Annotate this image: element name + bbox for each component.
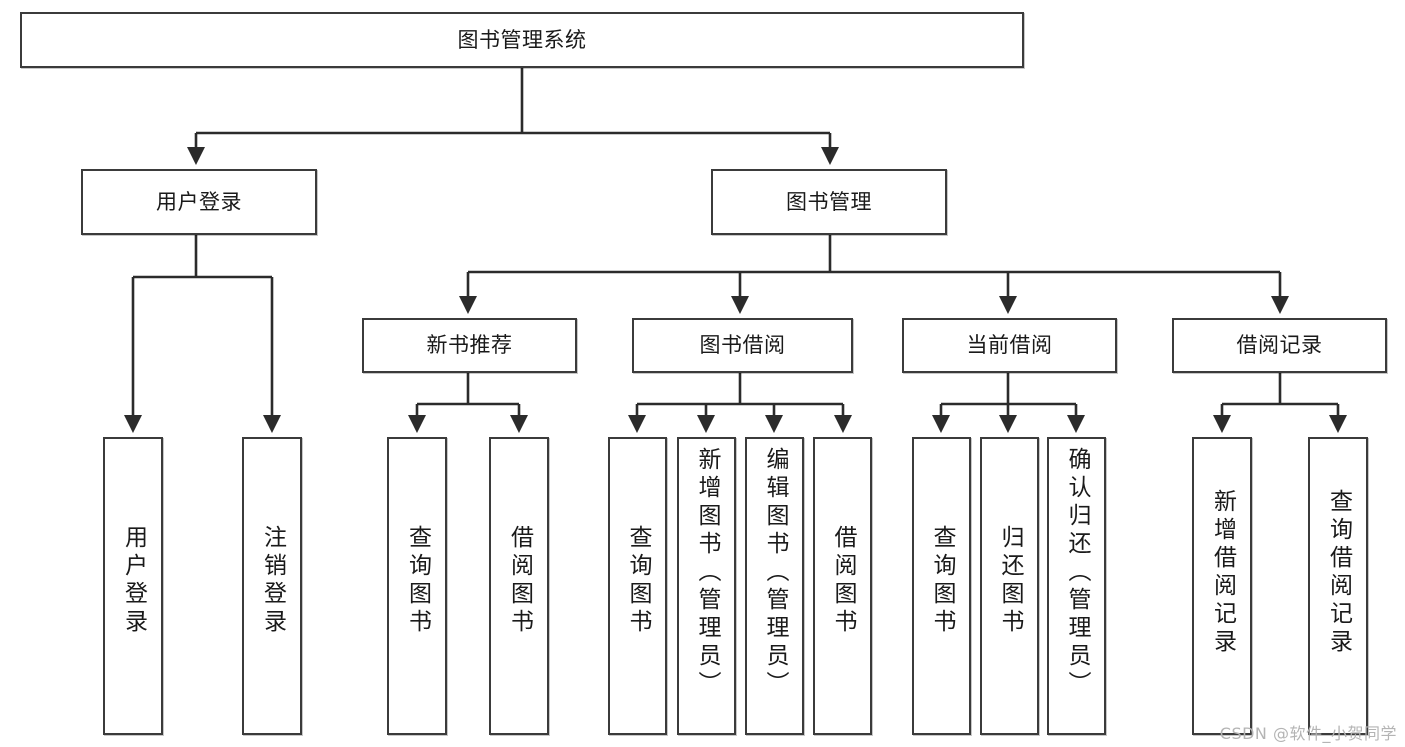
leaf-add-borrow-record[interactable]: 新增借阅记录: [1192, 437, 1252, 735]
node-label: 查询借阅记录: [1325, 489, 1352, 657]
node-borrow-record[interactable]: 借阅记录: [1172, 318, 1387, 373]
node-label: 新增图书（管理员）: [694, 447, 720, 699]
leaf-query-book-recommend[interactable]: 查询图书: [387, 437, 447, 735]
leaf-confirm-return-admin[interactable]: 确认归还（管理员）: [1047, 437, 1106, 735]
node-label: 图书借阅: [699, 333, 786, 358]
node-label: 编辑图书（管理员）: [762, 447, 788, 699]
node-new-book-recommend[interactable]: 新书推荐: [362, 318, 577, 373]
node-current-borrow[interactable]: 当前借阅: [902, 318, 1117, 373]
leaf-user-login[interactable]: 用户登录: [103, 437, 163, 735]
node-label: 借阅图书: [506, 525, 533, 637]
node-label: 归还图书: [997, 525, 1023, 637]
node-label: 当前借阅: [966, 333, 1053, 358]
node-label: 查询图书: [404, 525, 431, 637]
leaf-return-book[interactable]: 归还图书: [980, 437, 1039, 735]
node-label: 用户登录: [120, 525, 147, 637]
node-book-management[interactable]: 图书管理: [711, 169, 947, 235]
node-label: 确认归还（管理员）: [1064, 447, 1090, 699]
node-label: 借阅记录: [1236, 333, 1323, 358]
leaf-logout-login[interactable]: 注销登录: [242, 437, 302, 735]
node-label: 查询图书: [929, 525, 955, 637]
leaf-query-book-borrow[interactable]: 查询图书: [608, 437, 667, 735]
leaf-borrow-book-borrow[interactable]: 借阅图书: [813, 437, 872, 735]
node-user-login[interactable]: 用户登录: [81, 169, 317, 235]
leaf-borrow-book-recommend[interactable]: 借阅图书: [489, 437, 549, 735]
leaf-add-book-admin[interactable]: 新增图书（管理员）: [677, 437, 736, 735]
node-label: 用户登录: [156, 189, 242, 214]
node-label: 借阅图书: [830, 525, 856, 637]
node-label: 新增借阅记录: [1209, 489, 1236, 657]
leaf-query-book-current[interactable]: 查询图书: [912, 437, 971, 735]
node-label: 图书管理: [786, 189, 872, 214]
csdn-watermark: CSDN @软件_小贺同学: [1219, 724, 1397, 743]
node-label: 新书推荐: [426, 333, 513, 358]
node-label: 注销登录: [259, 525, 286, 637]
leaf-query-borrow-record[interactable]: 查询借阅记录: [1308, 437, 1368, 735]
node-book-borrow[interactable]: 图书借阅: [632, 318, 853, 373]
node-label: 图书管理系统: [457, 27, 587, 52]
leaf-edit-book-admin[interactable]: 编辑图书（管理员）: [745, 437, 804, 735]
node-label: 查询图书: [625, 525, 651, 637]
node-root-book-management-system[interactable]: 图书管理系统: [20, 12, 1024, 68]
